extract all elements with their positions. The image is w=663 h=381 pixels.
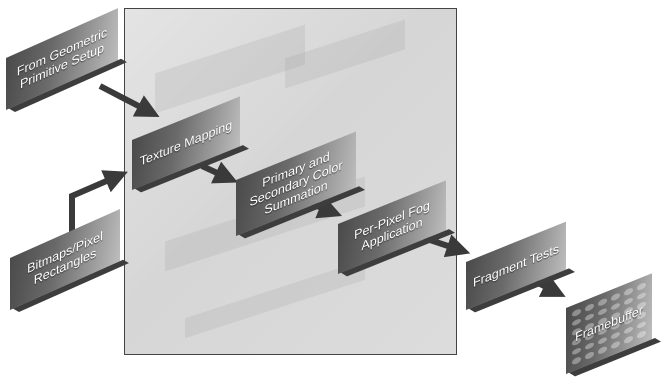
arrow-geometric-to-texture <box>98 83 160 117</box>
arrow-bitmaps-to-texture <box>69 170 128 238</box>
arrow-texture-to-summation <box>200 161 238 184</box>
